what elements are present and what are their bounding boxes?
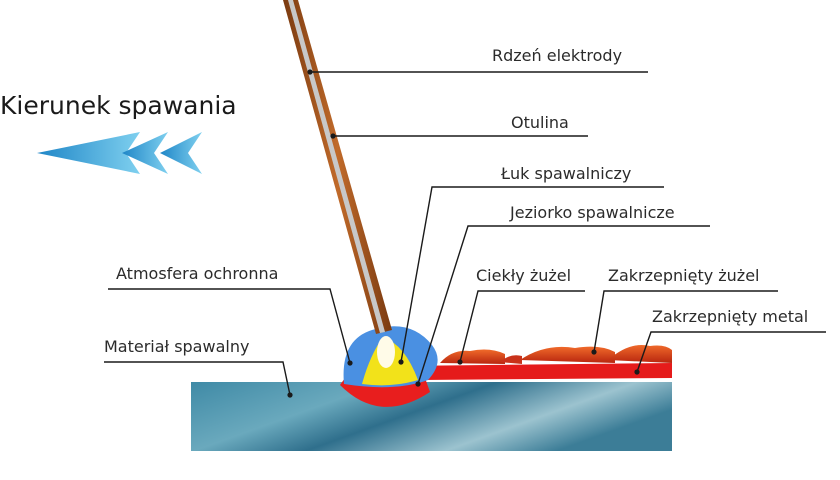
label-arc: Łuk spawalniczy	[500, 164, 631, 183]
label-coating: Otulina	[511, 113, 569, 132]
direction-arrow-icon	[37, 132, 202, 174]
arc-core	[377, 336, 395, 368]
label-electrode-core: Rdzeń elektrody	[492, 46, 622, 65]
base-plate	[191, 382, 672, 451]
label-solid-slag: Zakrzepnięty żużel	[608, 266, 760, 285]
solid-metal-bead	[400, 363, 672, 380]
leader-lines	[104, 69, 826, 398]
label-solid-metal: Zakrzepnięty metal	[652, 307, 808, 326]
direction-title: Kierunek spawania	[0, 91, 237, 120]
label-weld-pool: Jeziorko spawalnicze	[509, 203, 675, 222]
label-base-material: Materiał spawalny	[104, 337, 249, 356]
slag-layer	[440, 344, 672, 364]
label-liquid-slag: Ciekły żużel	[476, 266, 571, 285]
label-shielding-atmosphere: Atmosfera ochronna	[116, 264, 278, 283]
electrode	[283, 0, 392, 334]
